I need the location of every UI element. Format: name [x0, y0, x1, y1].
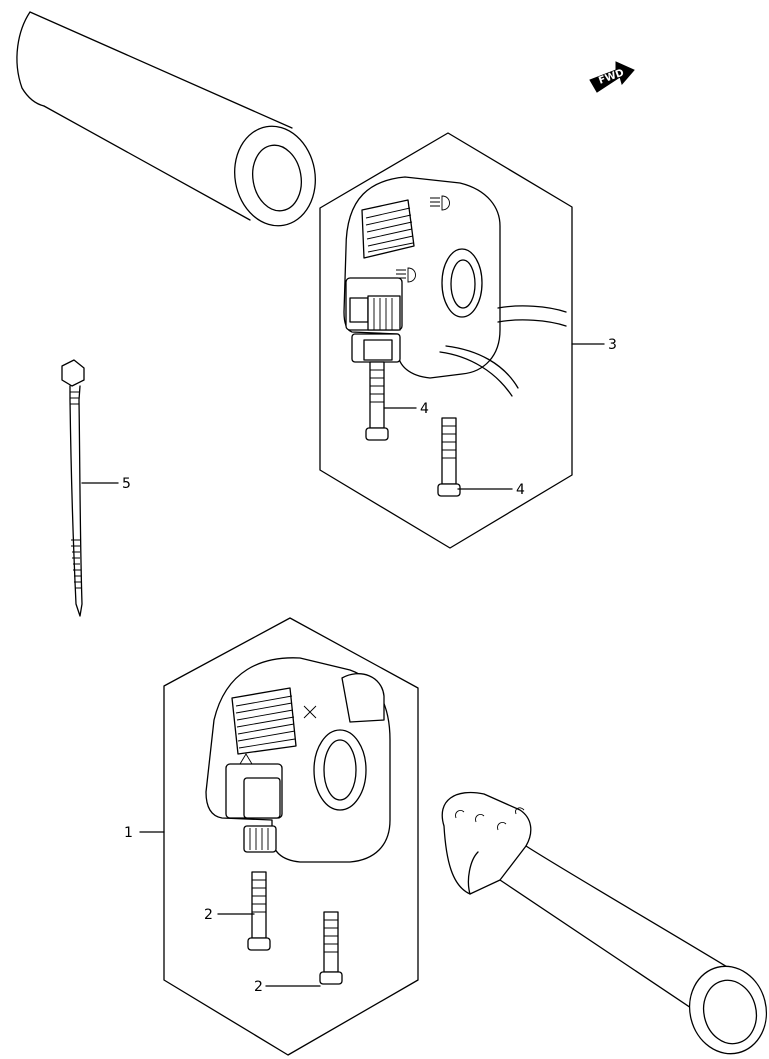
fwd-label: FWD — [597, 68, 625, 87]
group-outline — [319, 132, 573, 549]
callout-2a: 2 — [204, 907, 213, 923]
callout-2b: 2 — [254, 979, 263, 995]
callout-4a: 4 — [420, 401, 429, 417]
callout-3: 3 — [608, 337, 617, 353]
fwd-direction-badge: FWD — [589, 61, 635, 93]
callout-4b: 4 — [516, 482, 525, 498]
right-switch-group — [319, 132, 605, 549]
callout-1: 1 — [124, 825, 133, 841]
group-outline — [163, 617, 419, 1056]
cable-tie — [61, 359, 119, 617]
forward-arrow-icon — [589, 61, 635, 93]
throttle-grip — [441, 791, 768, 1055]
left-switch-group — [139, 617, 419, 1056]
left-handlebar-grip — [16, 11, 316, 227]
callout-5: 5 — [122, 476, 131, 492]
